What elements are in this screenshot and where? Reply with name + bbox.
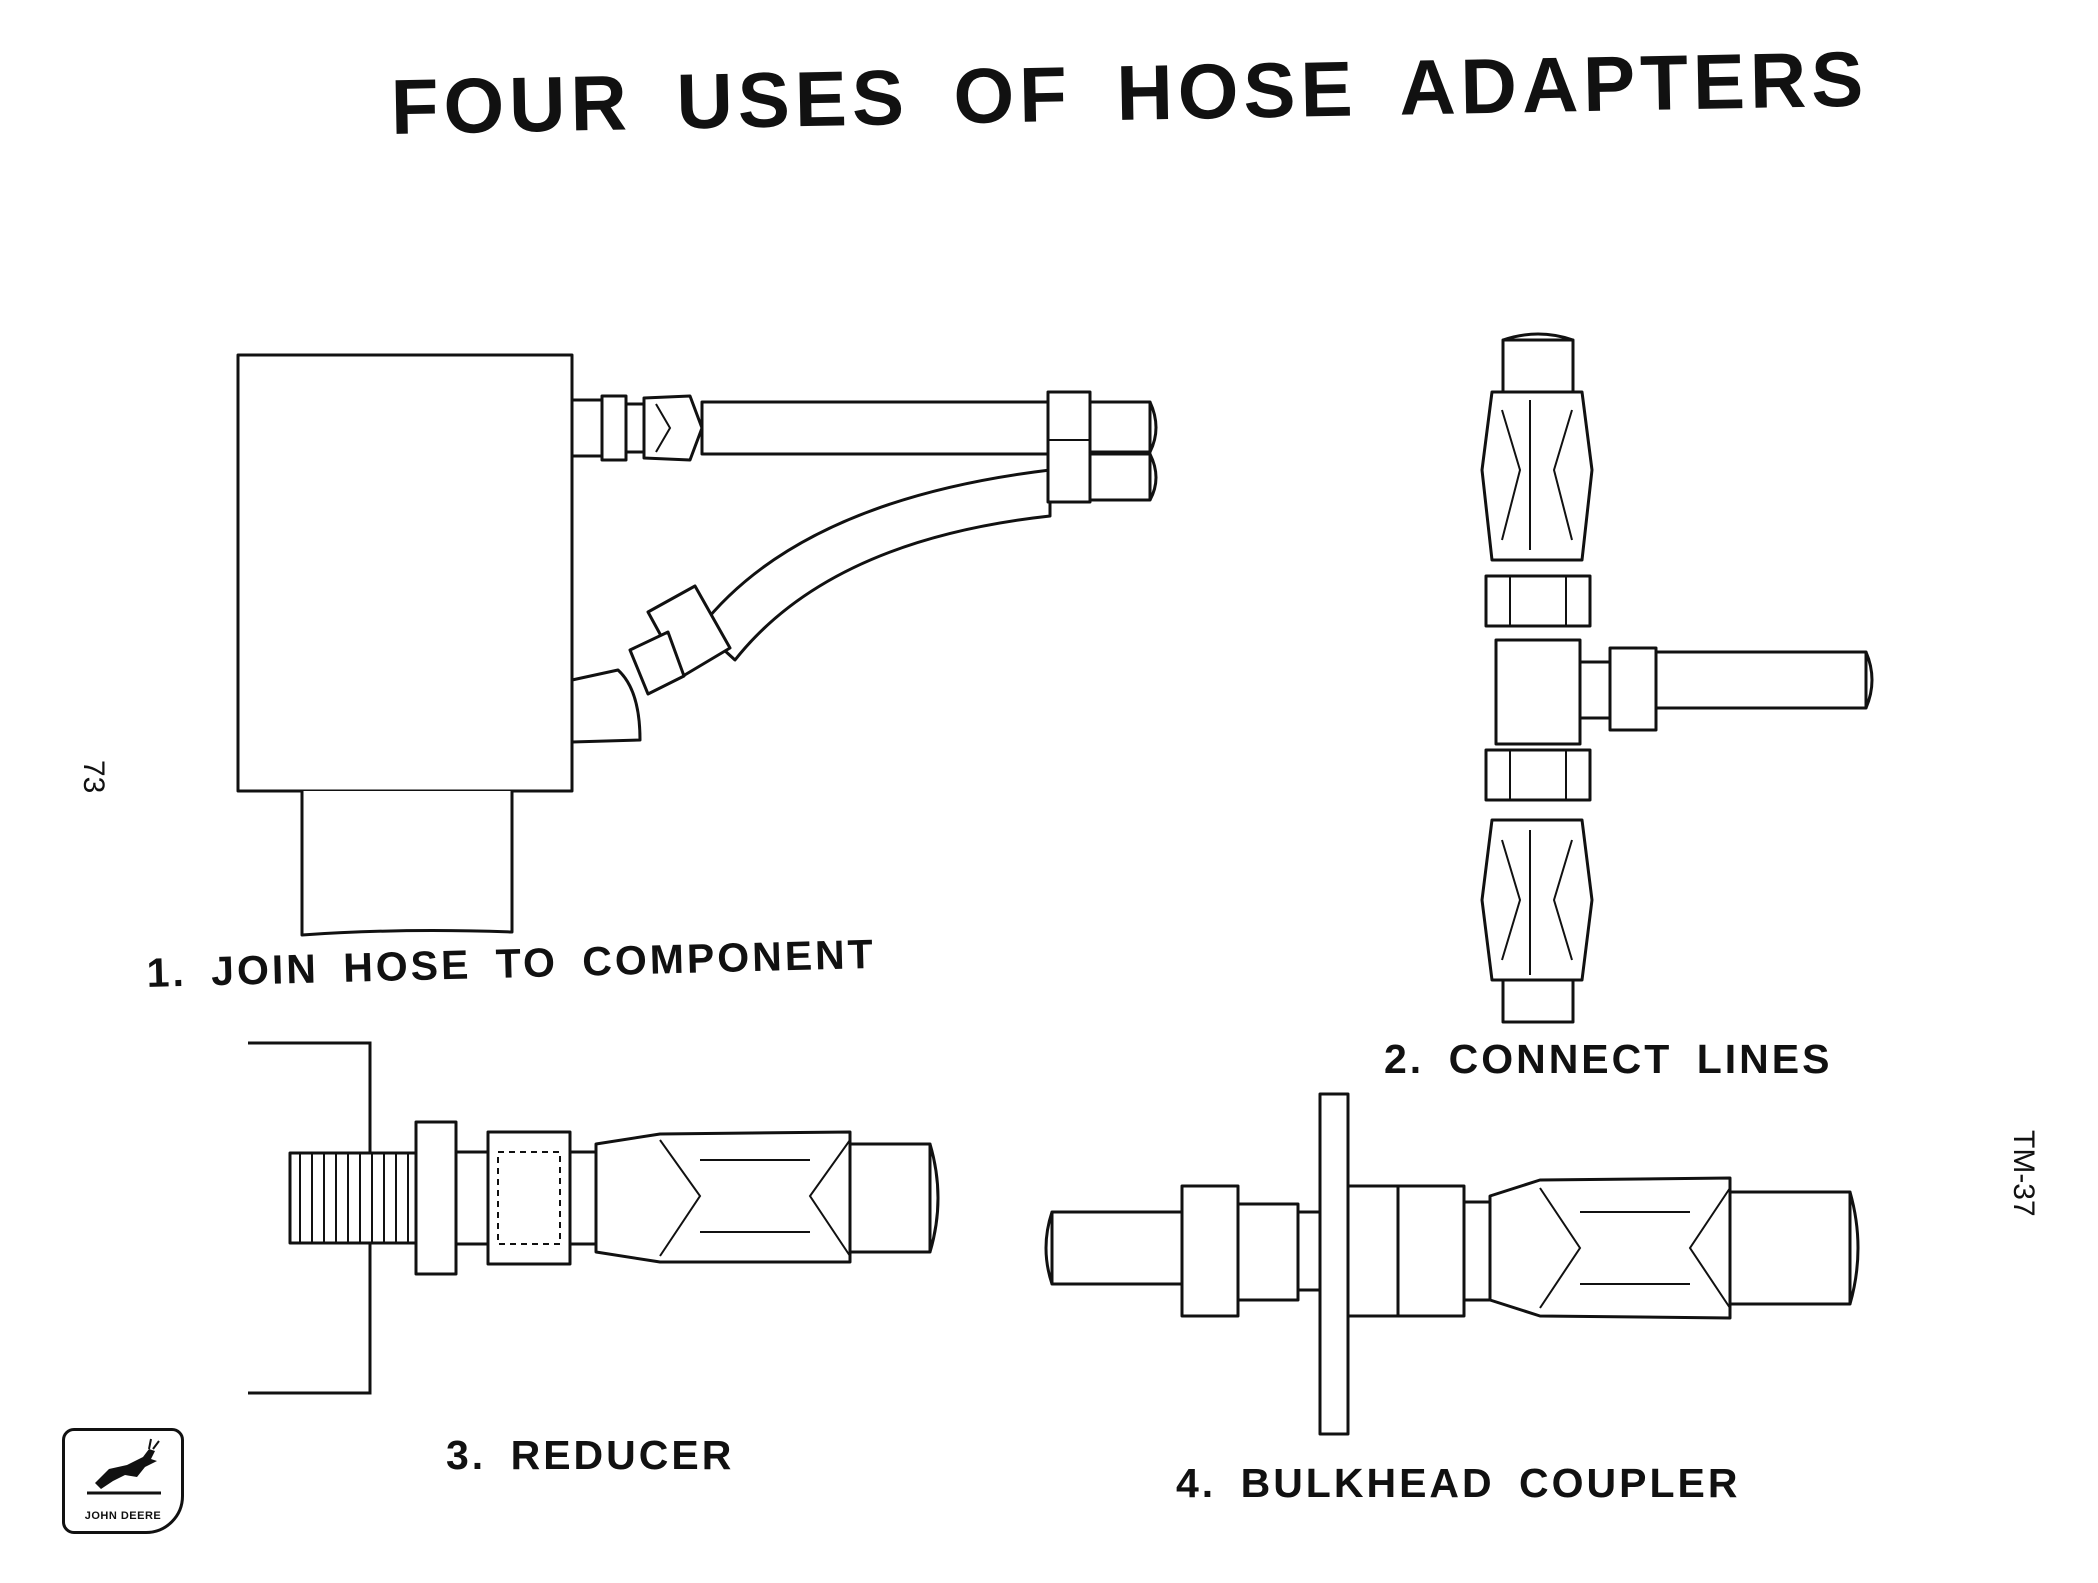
reducer-thread <box>288 1151 420 1245</box>
document-code: TM-37 <box>2007 1130 2040 1217</box>
component-block <box>236 353 574 793</box>
hose-clamp <box>1046 390 1092 504</box>
john-deere-logo: JOHN DEERE <box>62 1428 184 1534</box>
upper-hose-nut <box>642 394 704 462</box>
tee-top-nut <box>1484 574 1592 628</box>
reducer-hex-nut <box>414 1120 458 1276</box>
join-hose-diagram <box>236 353 1158 937</box>
bulkhead-right-nut <box>1396 1184 1466 1318</box>
caption-reducer: 3. REDUCER <box>446 1432 735 1478</box>
tee-bottom-socket <box>1480 818 1594 982</box>
tee-bottom-hose <box>1501 978 1575 1024</box>
bulkhead-left-tube <box>1050 1210 1184 1286</box>
connect-lines-diagram <box>1480 332 1874 1024</box>
reducer-diagram <box>248 1041 940 1395</box>
bulkhead-hose <box>1728 1190 1852 1306</box>
reducer-adapter-nut <box>486 1130 572 1266</box>
logo-text: JOHN DEERE <box>84 1510 162 1522</box>
bulkhead-left-nut <box>1180 1184 1240 1318</box>
page-number: 73 <box>77 760 110 794</box>
tee-bottom-nut <box>1484 748 1592 802</box>
leaping-deer-icon <box>87 1438 161 1495</box>
tee-branch-nut <box>1608 646 1658 732</box>
upper-hose <box>700 400 1052 456</box>
bulkhead-hose-socket <box>1488 1176 1732 1320</box>
caption-connect-lines: 2. CONNECT LINES <box>1384 1036 1833 1082</box>
tee-body <box>1494 638 1582 746</box>
bulkhead-panel <box>1318 1092 1350 1436</box>
component-shaft <box>300 791 514 937</box>
tee-top-hose <box>1501 338 1575 394</box>
tee-branch-hose <box>1654 650 1868 710</box>
reducer-hose <box>848 1142 932 1254</box>
bulkhead-coupler-diagram <box>1044 1092 1860 1436</box>
lower-hose <box>698 468 1052 662</box>
elbow-fitting <box>570 668 642 744</box>
reducer-hose-socket <box>594 1130 852 1264</box>
caption-bulkhead-coupler: 4. BULKHEAD COUPLER <box>1176 1460 1741 1506</box>
bulkhead-jam-nut <box>1346 1184 1400 1318</box>
tee-top-socket <box>1480 390 1594 562</box>
